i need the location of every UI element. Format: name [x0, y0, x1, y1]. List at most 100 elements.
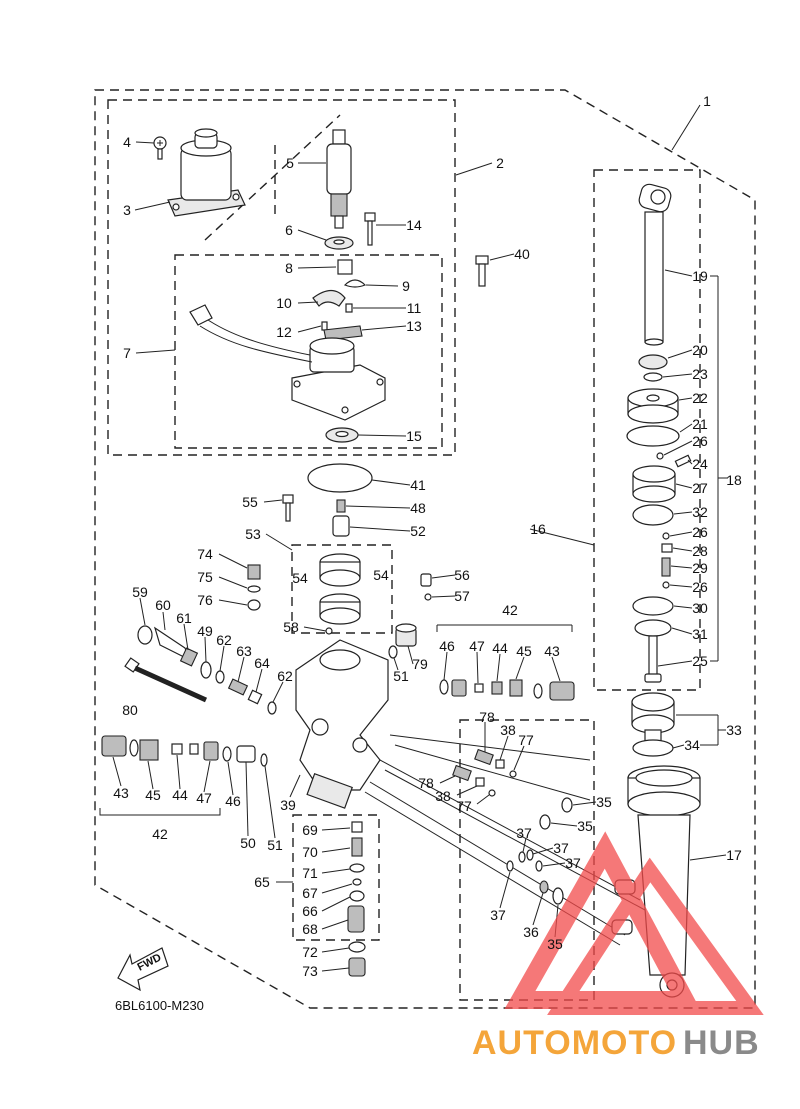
callout-c42b: 42 — [152, 826, 168, 842]
callout-c65: 65 — [254, 874, 270, 890]
boundary-valve-53 — [291, 544, 393, 634]
callout-c62a: 62 — [216, 632, 232, 648]
callout-c58: 58 — [283, 619, 299, 635]
pin-56 — [420, 573, 432, 587]
callout-c41: 41 — [410, 477, 426, 493]
callout-c56: 56 — [454, 567, 470, 583]
washer-30 — [632, 596, 674, 616]
callout-c1: 1 — [703, 93, 711, 109]
bolt-55 — [282, 494, 294, 522]
ball-26a — [656, 452, 664, 460]
callout-c32: 32 — [692, 504, 708, 520]
callout-c44b: 44 — [172, 787, 188, 803]
o-rings-35-37 — [506, 797, 573, 905]
callout-c35b: 35 — [577, 818, 593, 834]
callout-c52: 52 — [410, 523, 426, 539]
seal-20 — [638, 354, 668, 370]
callout-c26c: 26 — [692, 579, 708, 595]
ball-26b — [662, 532, 670, 540]
callout-c29: 29 — [692, 560, 708, 576]
callout-c45a: 45 — [516, 643, 532, 659]
callout-c16: 16 — [530, 521, 546, 537]
boundary-motor-2 — [107, 99, 456, 456]
callout-c3: 3 — [123, 202, 131, 218]
pump-group — [99, 463, 646, 977]
callout-c62b: 62 — [277, 668, 293, 684]
callout-c14: 14 — [406, 217, 422, 233]
callout-c61: 61 — [176, 610, 192, 626]
armature-5 — [326, 129, 352, 229]
callout-c59: 59 — [132, 584, 148, 600]
callout-c71: 71 — [302, 865, 318, 881]
callout-c68: 68 — [302, 921, 318, 937]
callout-c30: 30 — [692, 600, 708, 616]
fwd-arrow: FWD — [117, 947, 169, 992]
callout-c37a: 37 — [516, 825, 532, 841]
callout-c4: 4 — [123, 134, 131, 150]
callout-c79: 79 — [412, 656, 428, 672]
callout-c37b: 37 — [553, 840, 569, 856]
callout-c80: 80 — [122, 702, 138, 718]
callout-c54a: 54 — [292, 570, 308, 586]
callout-c72: 72 — [302, 944, 318, 960]
callout-c44a: 44 — [492, 640, 508, 656]
callout-c77a: 77 — [518, 732, 534, 748]
callout-c22: 22 — [692, 390, 708, 406]
gland-33 — [631, 692, 675, 743]
callout-c10: 10 — [276, 295, 292, 311]
callout-c24: 24 — [692, 456, 708, 472]
callout-c6: 6 — [285, 222, 293, 238]
callout-c26b: 26 — [692, 524, 708, 540]
callout-c7: 7 — [123, 345, 131, 361]
brush-parts — [312, 259, 367, 341]
piston-rod-19 — [638, 183, 672, 346]
valve-stack-65 — [347, 821, 366, 977]
callout-c38a: 38 — [500, 722, 516, 738]
leader-lines — [112, 104, 728, 972]
callout-c25: 25 — [692, 653, 708, 669]
callout-c50: 50 — [240, 835, 256, 851]
callout-c27: 27 — [692, 480, 708, 496]
collar-52 — [332, 515, 350, 537]
ball-58 — [325, 627, 333, 635]
callout-c36: 36 — [523, 924, 539, 940]
callout-c15: 15 — [406, 428, 422, 444]
callout-c21: 21 — [692, 416, 708, 432]
ball-57 — [424, 593, 432, 601]
callout-c20: 20 — [692, 342, 708, 358]
plug-79 — [395, 623, 417, 647]
o-ring-34 — [632, 739, 674, 757]
check-valves-78-38-77 — [452, 748, 517, 797]
o-ring-23 — [643, 372, 663, 382]
callout-c70: 70 — [302, 844, 318, 860]
motor-group — [153, 128, 489, 443]
valve-parts-left — [137, 625, 277, 715]
callout-c49: 49 — [197, 623, 213, 639]
callout-c63: 63 — [236, 643, 252, 659]
callout-c39: 39 — [280, 797, 296, 813]
callout-c64: 64 — [254, 655, 270, 671]
callout-c47b: 47 — [196, 790, 212, 806]
seal-31 — [634, 619, 672, 637]
watermark-brand-part2: HUB — [683, 1024, 760, 1062]
o-ring-41 — [307, 463, 373, 493]
callout-c74: 74 — [197, 546, 213, 562]
callout-c8: 8 — [285, 260, 293, 276]
gland-22 — [627, 388, 679, 424]
pump-housing-39 — [295, 639, 389, 809]
callout-c31: 31 — [692, 626, 708, 642]
bolt-14 — [364, 212, 376, 246]
ball-26c — [662, 581, 670, 589]
callout-c43b: 43 — [113, 785, 129, 801]
callout-c43a: 43 — [544, 643, 560, 659]
callout-c23: 23 — [692, 366, 708, 382]
callout-c60: 60 — [155, 597, 171, 613]
callout-c47a: 47 — [469, 638, 485, 654]
o-ring-51 — [388, 645, 398, 659]
callout-c45b: 45 — [145, 787, 161, 803]
motor-base-7 — [189, 304, 386, 421]
callout-c46a: 46 — [439, 638, 455, 654]
callout-c42a: 42 — [502, 602, 518, 618]
callout-c78b: 78 — [418, 775, 434, 791]
